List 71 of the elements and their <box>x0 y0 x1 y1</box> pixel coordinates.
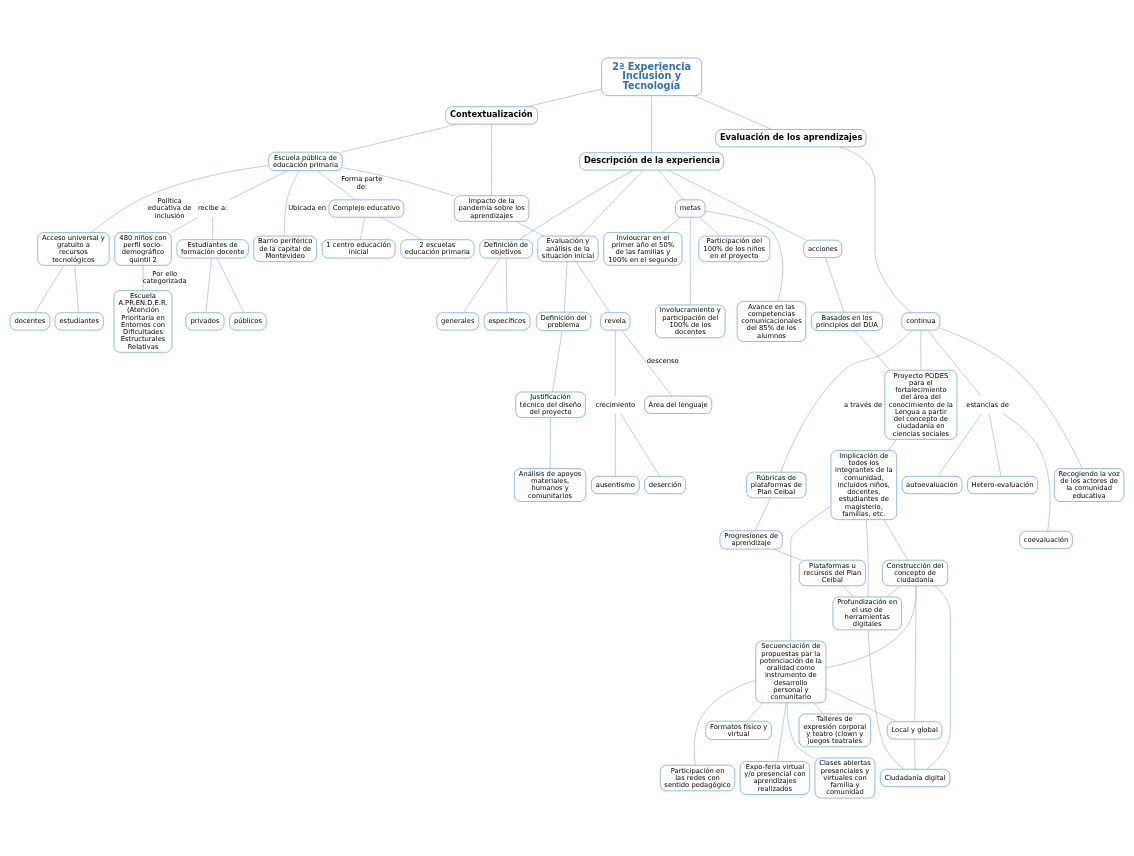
connector <box>549 417 551 469</box>
connector <box>212 217 213 240</box>
node-box: Evaluación de los aprendizajes <box>715 129 867 148</box>
connector <box>620 413 661 477</box>
connector <box>360 217 366 240</box>
connector <box>914 585 917 722</box>
connector <box>843 585 854 598</box>
connector <box>658 169 684 200</box>
connector <box>519 169 635 240</box>
connector <box>381 217 422 240</box>
connector <box>34 265 64 313</box>
connector <box>886 585 901 598</box>
connector <box>704 210 783 302</box>
connector <box>883 519 909 561</box>
connector <box>615 413 616 477</box>
connector <box>74 265 79 313</box>
connector <box>205 257 212 313</box>
connector <box>693 679 756 766</box>
connector <box>888 439 897 451</box>
connector <box>170 217 199 233</box>
connector <box>563 261 568 313</box>
connector <box>661 217 681 233</box>
connector <box>939 327 1083 469</box>
connector <box>621 329 673 397</box>
connector <box>786 702 816 760</box>
connector <box>777 702 787 762</box>
connector <box>854 330 891 371</box>
connector <box>229 170 289 201</box>
connector <box>867 629 905 770</box>
connector <box>825 257 845 313</box>
connector <box>865 519 869 598</box>
connector <box>937 413 983 477</box>
connector <box>825 688 898 722</box>
connector <box>927 329 982 397</box>
connector <box>699 217 721 237</box>
connector <box>575 261 611 313</box>
connector <box>91 165 269 233</box>
connector <box>839 146 912 313</box>
connector <box>341 167 455 197</box>
connector <box>693 95 772 130</box>
connector <box>926 585 951 770</box>
connector <box>755 497 771 531</box>
connector <box>579 169 644 237</box>
connector <box>780 329 913 473</box>
connector <box>216 257 245 313</box>
node-box: Contextualización <box>445 106 538 125</box>
connector <box>988 413 1002 477</box>
connector <box>505 257 508 313</box>
connector <box>515 221 545 237</box>
connector <box>690 216 691 306</box>
node-box: 2ª Experiencia Inclusión y Tecnología <box>601 57 702 96</box>
connector <box>284 170 300 237</box>
connector <box>667 169 807 241</box>
connector <box>1002 413 1051 532</box>
connector <box>341 123 458 153</box>
connector <box>142 265 144 291</box>
connector <box>813 702 823 715</box>
connector <box>746 702 764 722</box>
connector <box>526 88 602 108</box>
connector <box>920 329 922 371</box>
connector <box>491 124 492 196</box>
connector <box>914 738 916 770</box>
connector <box>615 329 616 397</box>
connector <box>790 506 832 642</box>
connector <box>316 170 356 201</box>
node-box: Descripción de la experiencia <box>579 152 724 171</box>
connector <box>552 330 563 393</box>
connector <box>773 548 802 561</box>
connector <box>825 585 917 668</box>
connector <box>463 257 501 313</box>
connector <box>651 95 652 153</box>
